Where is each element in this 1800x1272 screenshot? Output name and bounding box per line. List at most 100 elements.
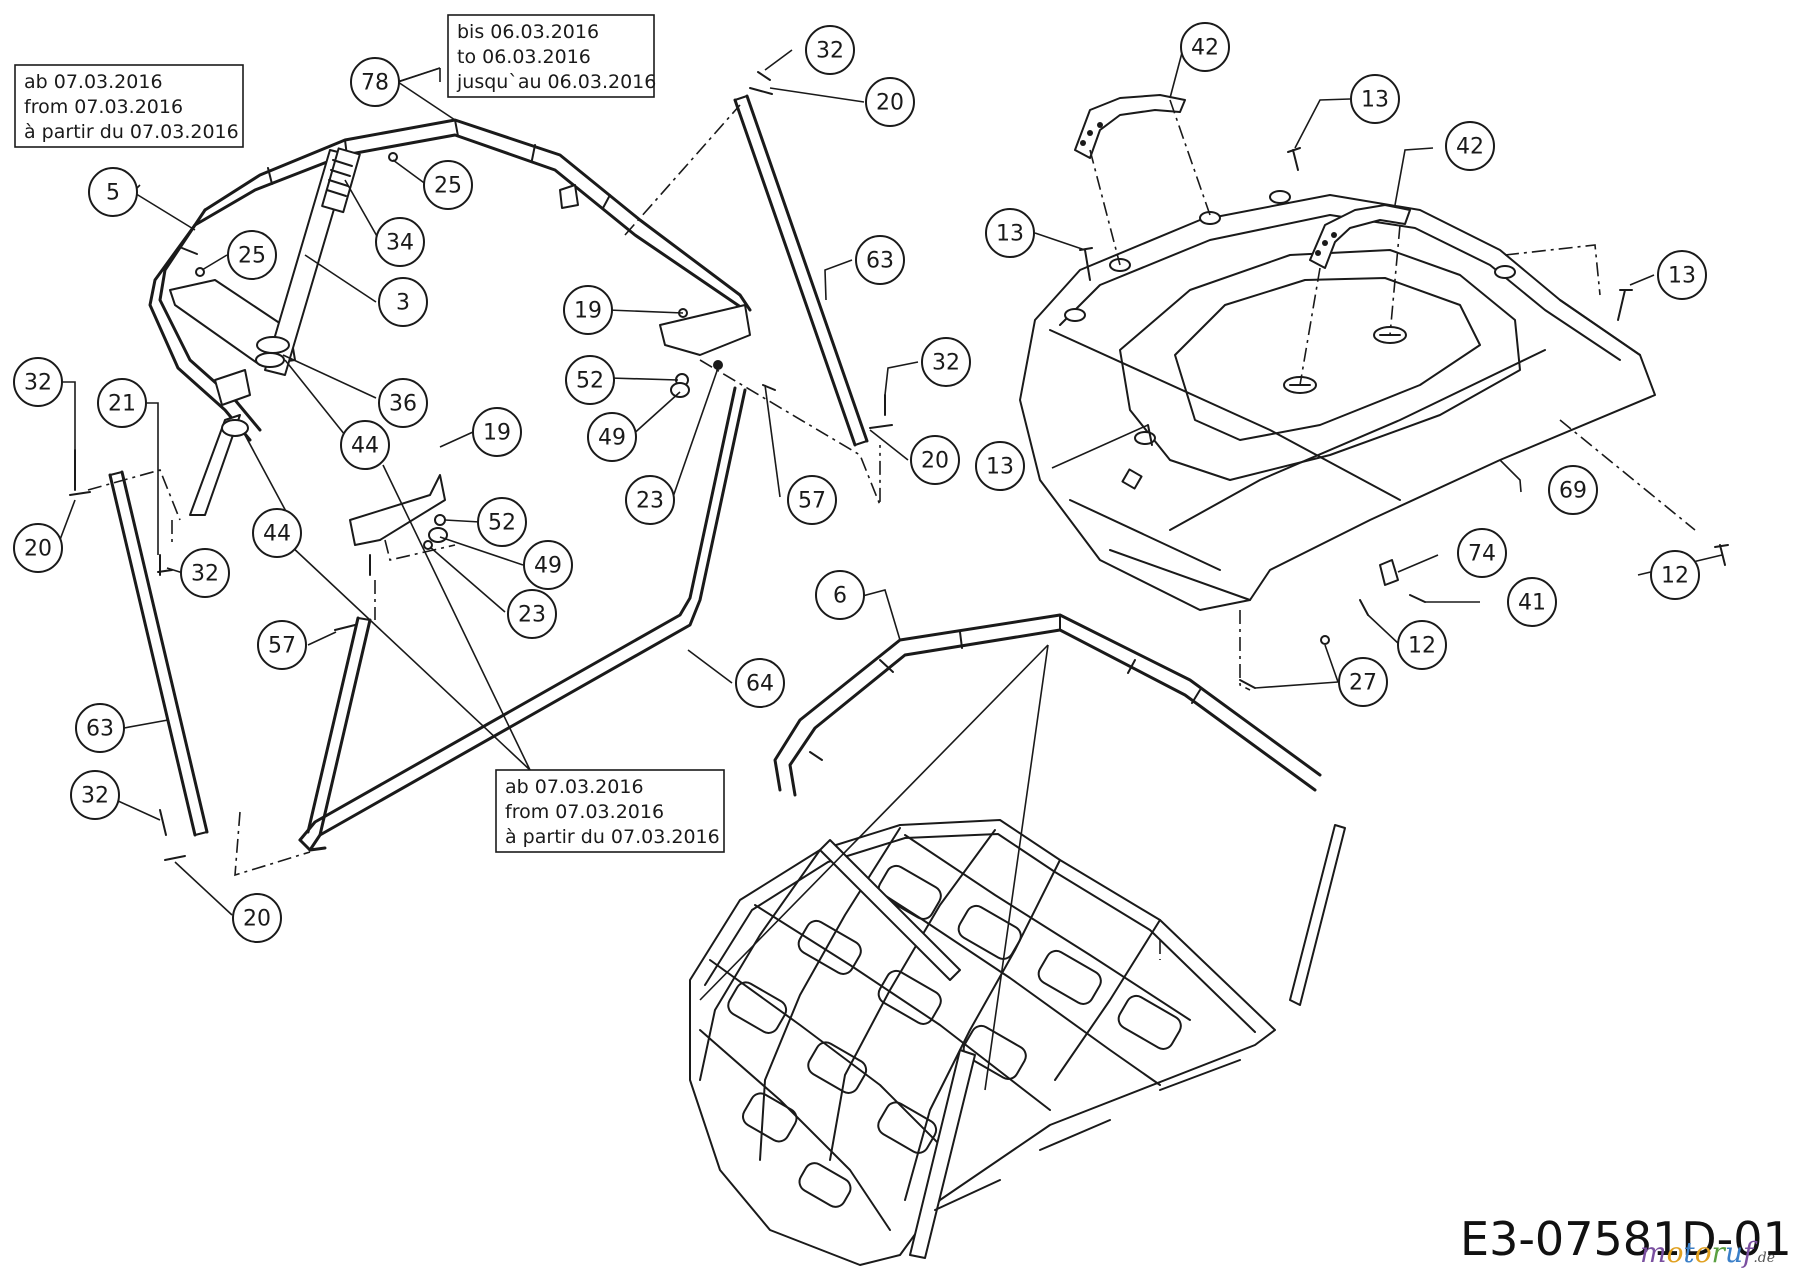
callout-c41: 41 [1507,577,1557,627]
callout-label: 57 [798,489,826,514]
callout-circle [815,570,865,620]
callout-c21: 21 [97,378,147,428]
callout-circle [563,285,613,335]
assembly-lines-right [1089,99,1696,960]
callout-label: 13 [1668,264,1696,289]
callout-label: 5 [106,181,120,206]
callout-label: 21 [108,392,136,417]
callout-label: 25 [238,244,266,269]
callout-circle [1180,22,1230,72]
callout-c34: 34 [375,217,425,267]
callout-c63a: 63 [75,703,125,753]
lever-3 [255,147,361,376]
callout-label: 36 [389,392,417,417]
watermark-r: r [1712,1236,1727,1269]
callout-c23b: 23 [507,589,557,639]
callout-label: 20 [876,91,904,116]
callout-circle [423,160,473,210]
callout-circle [565,355,615,405]
callout-label: 42 [1456,135,1484,160]
frame-64 [298,386,747,852]
callout-c32b: 32 [180,548,230,598]
callout-c78: 78 [350,57,400,107]
callout-label: 3 [396,291,410,316]
callout-c57b: 57 [787,475,837,525]
callout-circle [70,770,120,820]
callout-c57a: 57 [257,620,307,670]
callout-label: 6 [833,584,847,609]
callout-label: 19 [574,299,602,324]
watermark-m: m [1640,1236,1667,1269]
assembly-lines-left [87,104,881,877]
callout-c19b: 19 [472,407,522,457]
callout-c6: 6 [815,570,865,620]
note-left-line-3: à partir du 07.03.2016 [24,121,239,143]
callout-circle [1650,550,1700,600]
callout-c64: 64 [735,658,785,708]
callout-c49a: 49 [587,412,637,462]
callout-circle [232,893,282,943]
callout-label: 23 [636,489,664,514]
callout-label: 13 [1361,88,1389,113]
callout-circle [97,378,147,428]
callout-c12b: 12 [1397,620,1447,670]
callout-c27: 27 [1338,657,1388,707]
note-bottom-line-1: ab 07.03.2016 [505,776,644,798]
watermark-u: u [1725,1236,1743,1269]
callout-circle [523,540,573,590]
callout-c52b: 52 [477,497,527,547]
watermark-logo: motoruf.de [1640,1236,1775,1269]
note-bottom-line-3: à partir du 07.03.2016 [505,826,720,848]
callout-circle [975,441,1025,491]
callout-c63b: 63 [855,235,905,285]
callout-circle [13,357,63,407]
callout-c20c: 20 [865,77,915,127]
callout-circle [625,475,675,525]
callout-circle [1457,528,1507,578]
callout-circle [88,167,138,217]
callout-c42a: 42 [1180,22,1230,72]
callout-c32d: 32 [805,25,855,75]
callout-circle [1445,121,1495,171]
callout-circle [865,77,915,127]
watermark-t: t [1683,1236,1695,1269]
callout-bubbles: 78 5 25 25 34 3 36 44 44 32 21 20 32 57 63 32 20 19 52 49 23… [13,22,1707,943]
callout-circle [910,435,960,485]
callout-circle [180,548,230,598]
callout-c23a: 23 [625,475,675,525]
callout-label: 20 [243,907,271,932]
callout-c25a: 25 [423,160,473,210]
callout-label: 32 [24,371,52,396]
callout-circle [985,208,1035,258]
callout-label: 52 [488,511,516,536]
callout-label: 42 [1191,36,1219,61]
callout-circle [855,235,905,285]
callout-c44a: 44 [340,420,390,470]
handle-42 [1074,94,1411,269]
callout-label: 49 [534,554,562,579]
callout-circle [378,277,428,327]
hardware [69,71,893,861]
callout-label: 32 [191,562,219,587]
callout-circle [507,589,557,639]
callout-label: 41 [1518,591,1546,616]
note-top-line-2: to 06.03.2016 [457,46,591,68]
callout-circle [257,620,307,670]
strut-63-right [733,94,869,447]
callout-circle [378,378,428,428]
callout-c3: 3 [378,277,428,327]
callout-label: 44 [263,522,291,547]
callout-label: 44 [351,434,379,459]
callout-circle [350,57,400,107]
roll-bar-frame-78 [148,118,752,576]
cover-hardware [1079,147,1729,689]
callout-c19a: 19 [563,285,613,335]
leader-lines [57,48,1723,1091]
callout-label: 13 [986,455,1014,480]
callout-c20b: 20 [232,893,282,943]
callout-label: 32 [932,351,960,376]
callout-label: 23 [518,603,546,628]
callout-label: 69 [1559,479,1587,504]
callout-c13d: 13 [975,441,1025,491]
callout-c5: 5 [88,167,138,217]
